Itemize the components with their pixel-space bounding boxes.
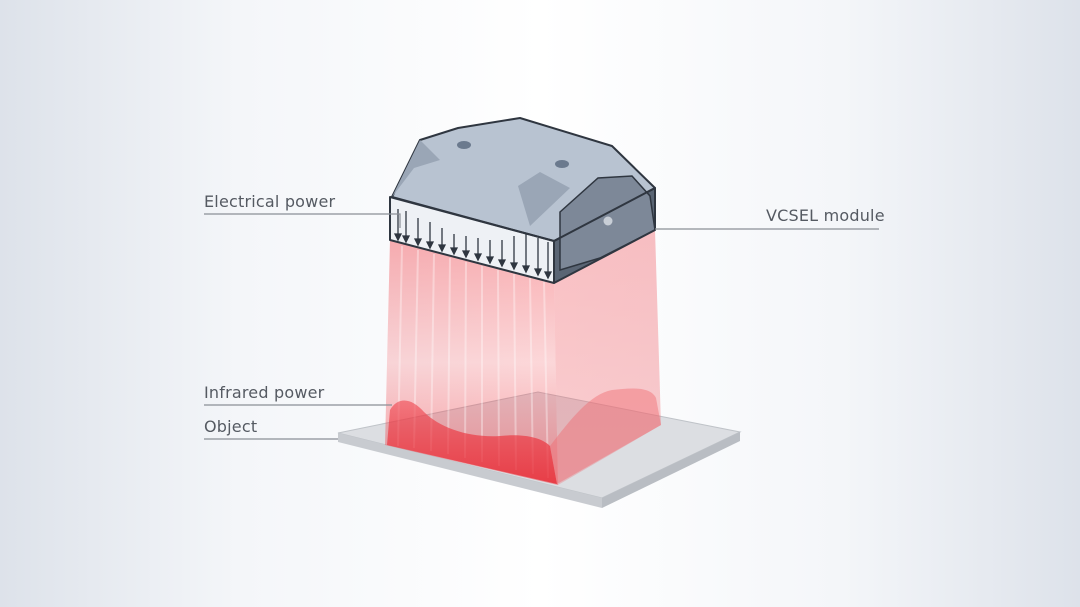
label-object: Object — [204, 417, 258, 436]
label-electrical-power: Electrical power — [204, 192, 336, 211]
leader-lines — [204, 213, 879, 440]
label-vcsel-module: VCSEL module — [766, 206, 885, 225]
infrared-pulse-side — [550, 388, 661, 484]
infrared-pulse-front — [387, 400, 557, 484]
infrared-beam — [385, 230, 661, 485]
vcsel-module — [389, 117, 656, 284]
leader-line-electrical — [204, 213, 401, 228]
label-infrared-power: Infrared power — [204, 383, 325, 402]
electrical-arrows — [393, 209, 553, 280]
